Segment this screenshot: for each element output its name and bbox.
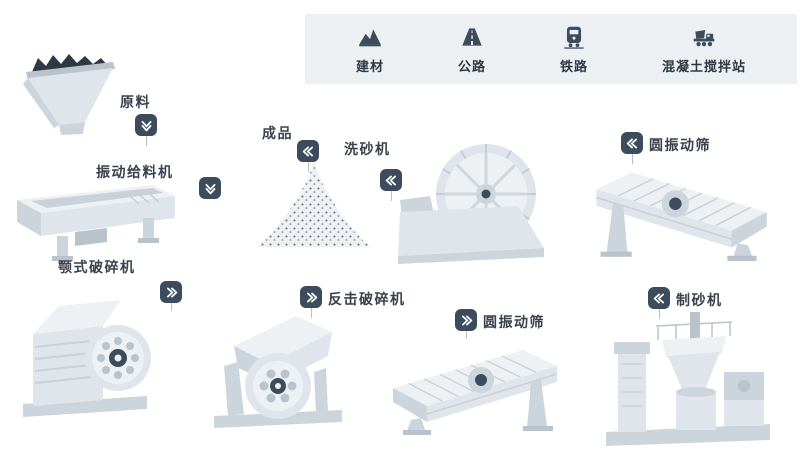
leader-line	[146, 136, 147, 146]
building-materials-icon	[359, 28, 381, 46]
stage-label-jaw-crusher: 颚式破碎机	[58, 260, 136, 276]
chevron-icon	[385, 175, 396, 185]
flow-arrow-badge-jaw-crusher	[160, 281, 182, 303]
application-highway: 公路	[458, 24, 486, 75]
chevron-icon	[653, 293, 664, 303]
chevron-icon	[306, 292, 317, 302]
application-label: 建材	[355, 59, 384, 75]
flow-arrow-badge-impact-crusher	[300, 286, 322, 308]
stage-label-vibrating-feeder: 振动给料机	[96, 165, 174, 181]
chevron-icon	[302, 146, 313, 156]
chevron-icon	[166, 287, 177, 297]
stage-label-finished-product: 成品	[262, 126, 293, 142]
railway-icon	[564, 26, 584, 49]
flow-arrow-badge-raw-material	[135, 114, 157, 136]
leader-line	[171, 303, 172, 311]
leader-line	[659, 309, 660, 319]
flow-arrow-badge-finished-product	[297, 140, 319, 162]
vibrating-feeder-illustration	[5, 180, 177, 265]
chevron-icon	[205, 183, 215, 194]
sand-maker-illustration	[598, 300, 778, 448]
application-railway: 铁路	[560, 24, 588, 75]
flow-arrow-badge-vibrating-feeder	[199, 177, 221, 199]
application-label: 铁路	[559, 59, 588, 75]
vibrating-screen-illustration-bottom	[385, 336, 570, 436]
application-concrete-plant: 混凝土搅拌站	[662, 24, 746, 75]
stage-label-sand-washer: 洗砂机	[344, 142, 391, 158]
stage-label-impact-crusher: 反击破碎机	[328, 292, 406, 308]
flow-arrow-badge-sand-maker	[648, 287, 670, 309]
highway-icon	[462, 27, 482, 46]
leader-line	[466, 331, 467, 339]
raw-material-hopper-illustration	[22, 48, 117, 136]
application-building-materials: 建材	[356, 24, 384, 75]
chevron-icon	[141, 120, 151, 131]
leader-line	[311, 308, 312, 318]
impact-crusher-illustration	[208, 302, 348, 432]
flow-arrow-badge-vibrating-screen-a	[455, 309, 477, 331]
chevron-icon	[626, 138, 637, 148]
stage-label-sand-maker: 制砂机	[676, 293, 723, 309]
jaw-crusher-illustration	[15, 292, 155, 422]
concrete-mixing-plant-icon	[693, 29, 715, 46]
leader-line	[308, 162, 309, 172]
vibrating-screen-illustration-top	[580, 158, 778, 262]
leader-line	[391, 191, 392, 201]
application-label: 混凝土搅拌站	[661, 59, 746, 75]
chevron-icon	[461, 315, 472, 325]
application-label: 公路	[457, 59, 486, 75]
stage-label-vibrating-screen-b: 圆振动筛	[649, 138, 711, 154]
leader-line	[632, 154, 633, 164]
flow-arrow-badge-sand-washer	[380, 169, 402, 191]
sand-washer-illustration	[398, 136, 548, 264]
flow-arrow-badge-vibrating-screen-b	[621, 132, 643, 154]
stage-label-raw-material: 原料	[120, 95, 151, 111]
finished-product-pile-illustration	[253, 155, 375, 253]
applications-bar: 建材 公路 铁路	[305, 14, 797, 84]
stage-label-vibrating-screen-a: 圆振动筛	[483, 315, 545, 331]
